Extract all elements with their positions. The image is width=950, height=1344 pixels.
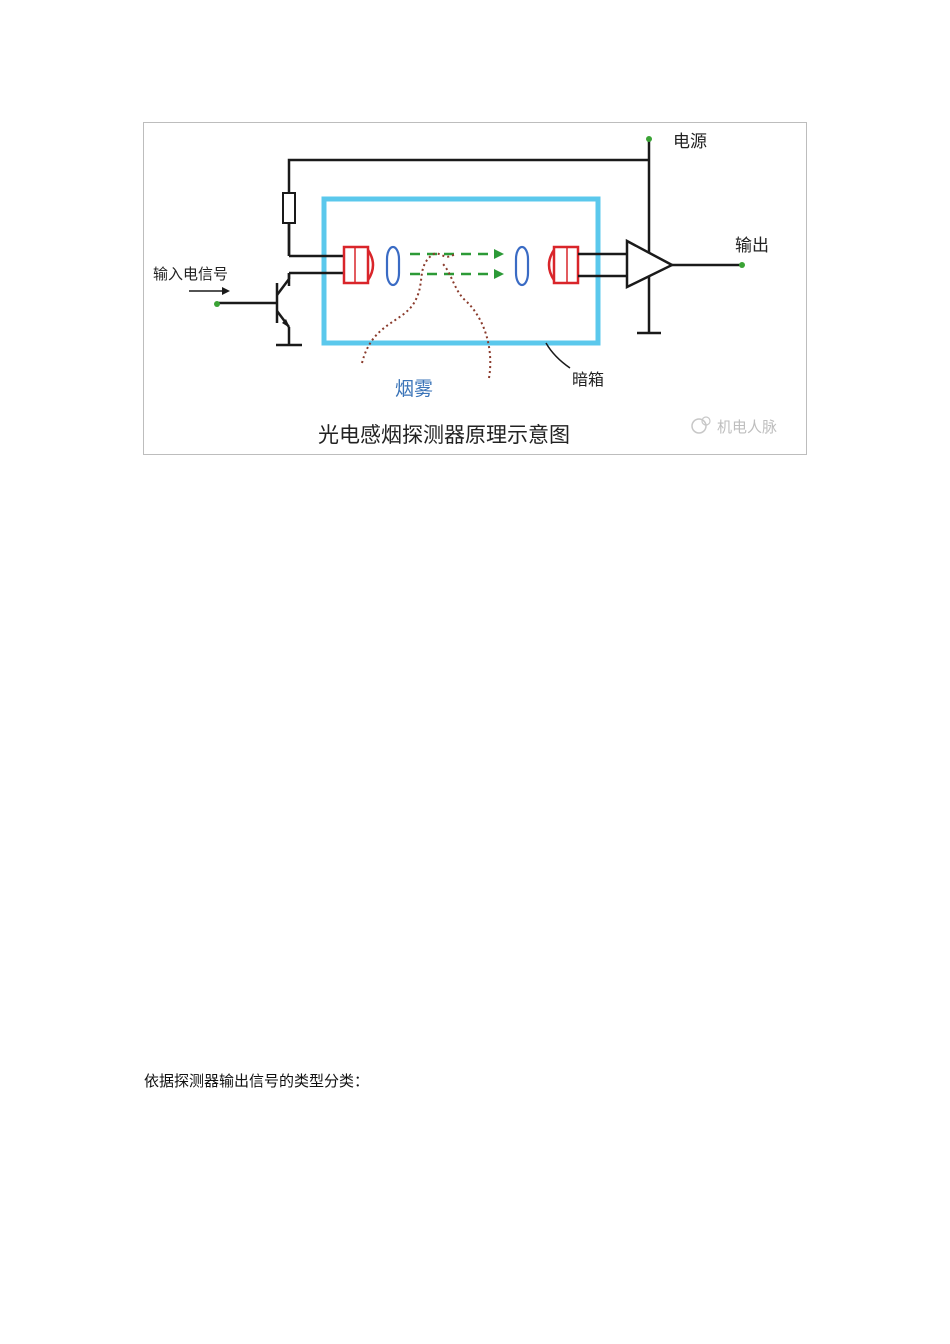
watermark-text: 机电人脉 <box>717 418 777 436</box>
watermark: 机电人脉 <box>691 416 777 436</box>
light-beams <box>410 252 496 276</box>
smoke-label: 烟雾 <box>395 378 433 400</box>
beam-arrowhead-top <box>494 249 504 259</box>
diagram-svg: 电源 输出 输入电信号 烟雾 暗箱 光电感烟探测器原理示意图 机电人脉 <box>153 132 777 447</box>
amplifier-icon <box>625 238 675 290</box>
input-signal-label: 输入电信号 <box>153 265 228 283</box>
power-terminal-dot <box>646 136 652 142</box>
classification-paragraph: 依据探测器输出信号的类型分类： <box>144 1072 370 1090</box>
power-wiring <box>287 141 661 335</box>
transistor-emitter-arrow <box>282 319 290 328</box>
resistor <box>282 192 296 224</box>
input-terminal-dot <box>214 301 220 307</box>
smoke-detector-diagram: 电源 输出 输入电信号 烟雾 暗箱 光电感烟探测器原理示意图 机电人脉 <box>143 122 807 455</box>
smoke-trails <box>361 252 492 379</box>
dark-box-leader-line <box>545 342 571 369</box>
watermark-logo-icon <box>691 418 707 434</box>
dark-box-label: 暗箱 <box>572 370 604 389</box>
output-label: 输出 <box>735 236 769 256</box>
led-wiring <box>287 223 344 286</box>
beam-arrowhead-bottom <box>494 269 504 279</box>
photo-receiver <box>547 245 580 285</box>
input-signal-arrow <box>189 287 230 295</box>
receiver-wiring <box>578 252 742 278</box>
lens-right-icon <box>514 245 530 287</box>
lens-left-icon <box>385 245 401 287</box>
output-terminal-dot <box>739 262 745 268</box>
diagram-caption: 光电感烟探测器原理示意图 <box>318 423 570 447</box>
led-emitter <box>342 245 375 285</box>
dark-box <box>321 196 601 346</box>
power-label: 电源 <box>673 132 707 152</box>
